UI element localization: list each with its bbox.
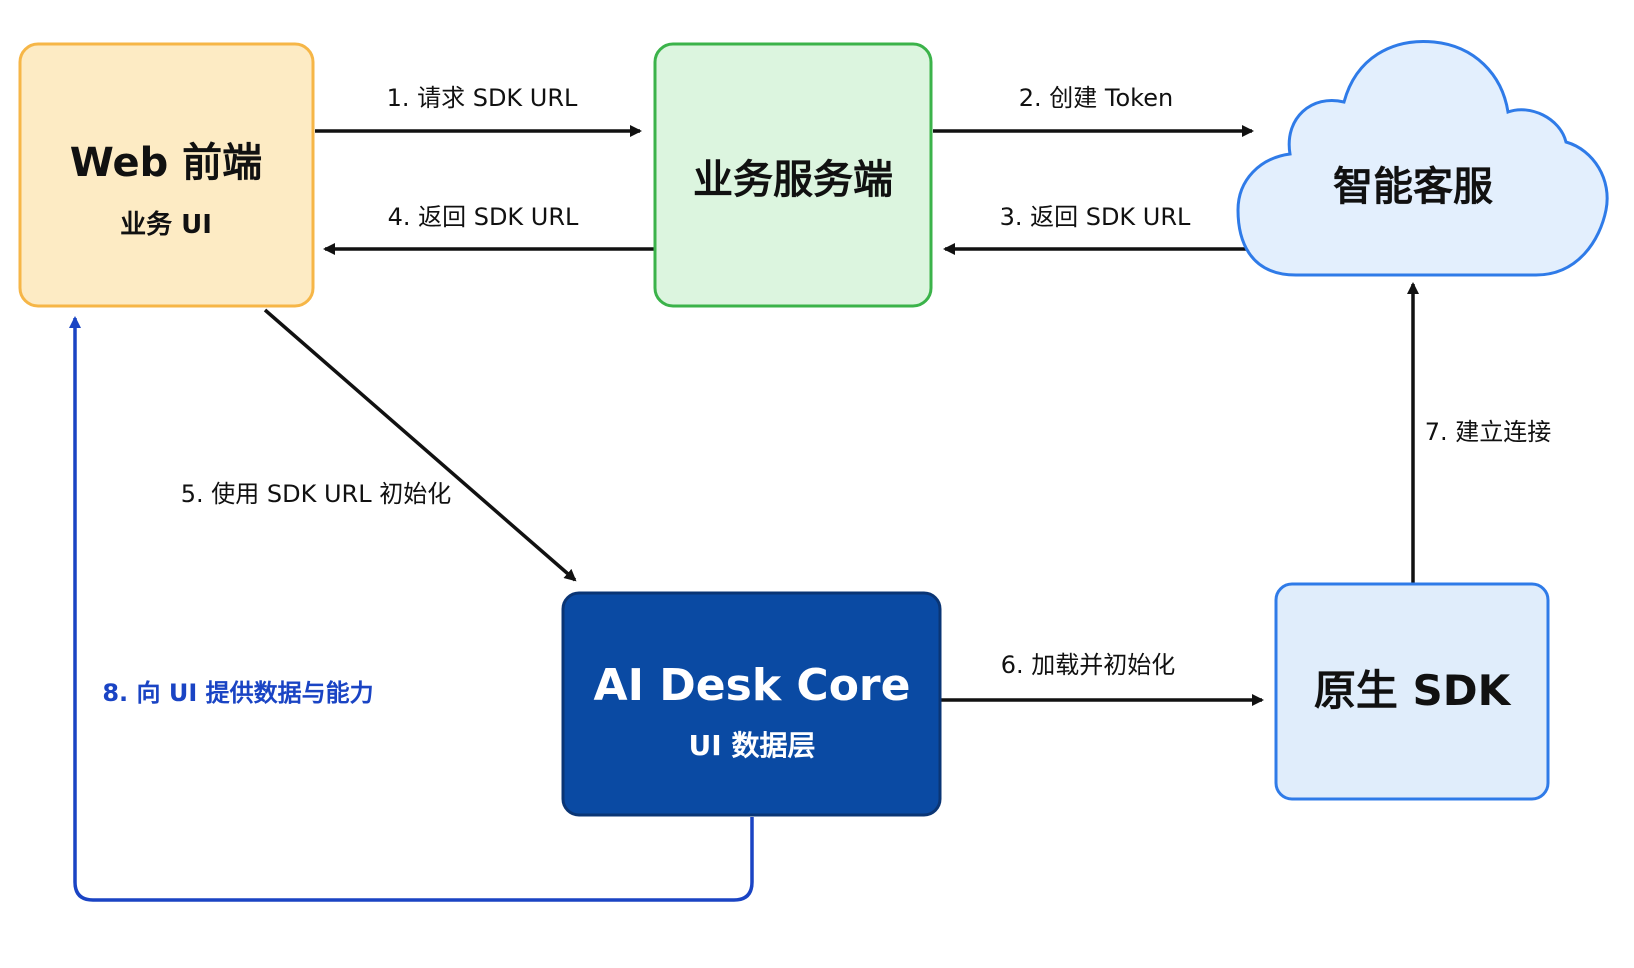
node-web-frontend: Web 前端 业务 UI [18,42,315,308]
node-smart-service: 智能客服 [1236,40,1609,277]
smart-service-title: 智能客服 [1333,164,1493,210]
business-server-box [653,42,933,308]
cloud-shape-icon [1236,40,1609,277]
node-business-server: 业务服务端 [653,42,933,308]
edge-step6-label: 6. 加载并初始化 [1001,651,1176,679]
edge-step1-label: 1. 请求 SDK URL [387,84,578,112]
edge-step8-label: 8. 向 UI 提供数据与能力 [102,679,373,707]
edge-step5-label: 5. 使用 SDK URL 初始化 [181,480,451,508]
edge-step4-label: 4. 返回 SDK URL [388,203,579,231]
business-server-title: 业务服务端 [693,157,893,203]
native-sdk-box [1274,582,1550,801]
edge-step7-label: 7. 建立连接 [1425,418,1552,446]
ai-desk-core-title: AI Desk Core [594,660,911,711]
web-frontend-subtitle: 业务 UI [120,210,212,240]
web-frontend-box [18,42,315,308]
edge-step2-label: 2. 创建 Token [1019,84,1173,112]
native-sdk-title: 原生 SDK [1314,666,1512,715]
ai-desk-core-box [561,591,942,817]
edge-step3-label: 3. 返回 SDK URL [1000,203,1191,231]
edge-step5-arrow [263,308,577,582]
edge-step8-arrow [69,316,754,902]
node-native-sdk: 原生 SDK [1274,582,1550,801]
ai-desk-core-subtitle: UI 数据层 [689,729,816,762]
web-frontend-title: Web 前端 [70,140,262,186]
node-ai-desk-core: AI Desk Core UI 数据层 [561,591,942,817]
